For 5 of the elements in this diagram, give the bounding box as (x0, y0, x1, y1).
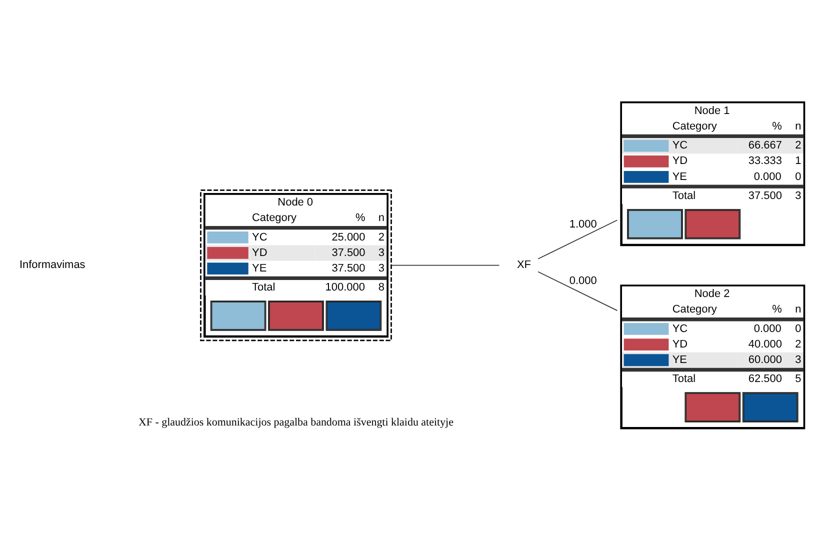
label: Informavimas (19, 259, 86, 272)
edge-label: 0.000 (569, 275, 597, 288)
edge-label: 1.000 (569, 218, 597, 230)
label: XF - glaudžios komunikacijos pagalba bandoma išvengti klaidu ateityje (138, 416, 454, 429)
node-text: XF (517, 259, 532, 272)
